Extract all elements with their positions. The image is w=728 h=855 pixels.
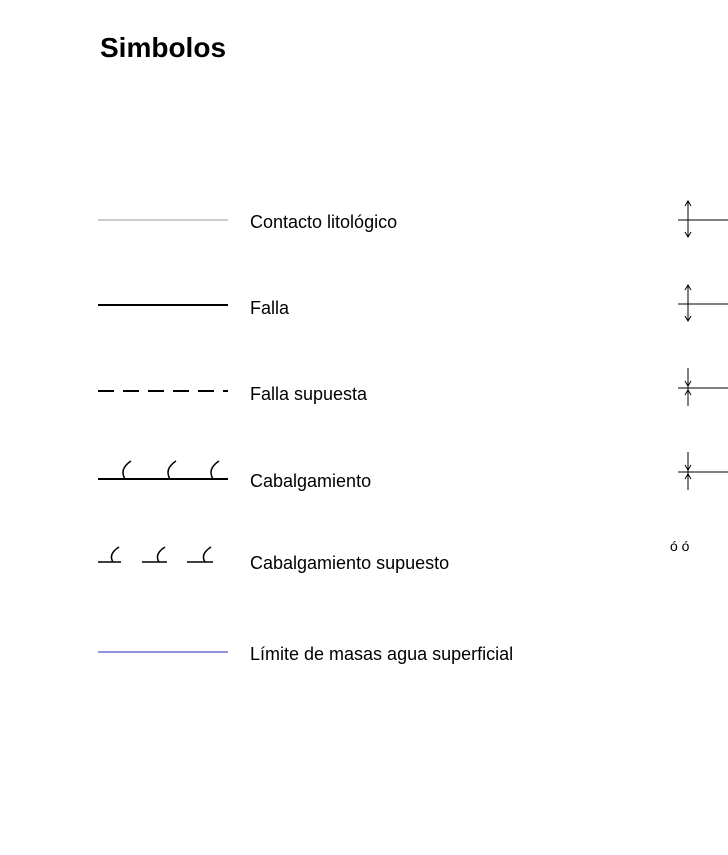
legend-row-contacto-litologico: Contacto litológico: [0, 200, 728, 240]
legend-label: Falla supuesta: [250, 384, 368, 404]
anticline-axis-icon: [678, 284, 728, 322]
page-title: Simbolos: [100, 32, 227, 63]
fault-line-icon: [98, 304, 228, 306]
legend-label: Límite de masas agua superficial: [250, 644, 514, 664]
legend-label: Falla: [250, 298, 290, 318]
legend-label: Cabalgamiento: [250, 471, 372, 491]
syncline-axis-icon: [678, 368, 728, 406]
legend-row-falla-supuesta: Falla supuesta: [0, 371, 728, 411]
thin-gray-line-icon: [98, 219, 228, 221]
dashed-thrust-line-icon: [98, 546, 213, 563]
legend-label: Cabalgamiento supuesto: [250, 553, 450, 573]
right-column-partial-text: ó ó: [670, 538, 690, 554]
anticline-axis-icon: [678, 200, 728, 238]
legend-row-cabalgamiento-supuesto: Cabalgamiento supuesto: [0, 540, 728, 580]
syncline-axis-icon: [678, 452, 728, 490]
legend-row-limite-masas-agua: Límite de masas agua superficial: [0, 632, 728, 672]
dashed-fault-line-icon: [98, 390, 228, 392]
legend-row-falla: Falla: [0, 285, 728, 325]
legend-row-cabalgamiento: Cabalgamiento: [0, 455, 728, 495]
thrust-line-icon: [98, 460, 228, 480]
blue-boundary-line-icon: [98, 651, 228, 653]
legend-label: Contacto litológico: [250, 212, 398, 232]
